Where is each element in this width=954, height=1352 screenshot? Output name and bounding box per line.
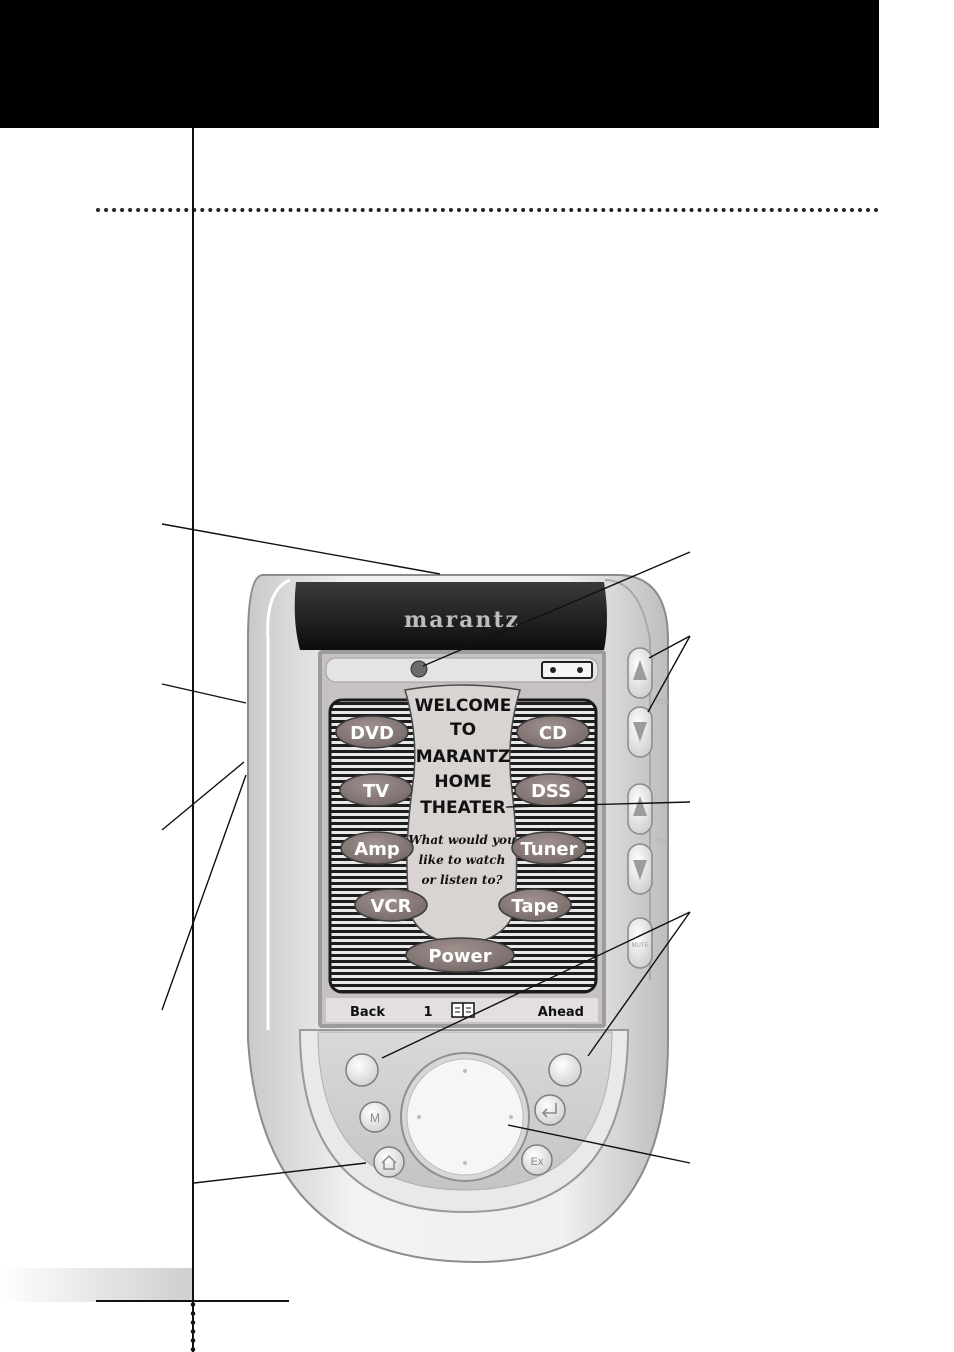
vol-up-button[interactable] [627,647,653,699]
back-label[interactable]: Back [350,1005,385,1020]
dss-button-label: DSS [531,781,571,802]
callout-line [161,523,441,575]
nav-dot-right [509,1115,513,1119]
nav-dot-down [463,1161,467,1165]
dvd-button-label: DVD [350,723,394,744]
down-arrow-icon [633,722,647,742]
callout-line [505,801,691,808]
cd-button-label: CD [539,723,567,744]
receiver-icon [541,661,593,679]
amp-button-label: Amp [354,839,400,860]
ex-button-label: Ex [531,1156,544,1168]
vertical-rule [192,128,194,1352]
vcr-button[interactable]: VCR [354,888,428,922]
callout-line [161,761,245,831]
tv-button[interactable]: TV [339,773,413,807]
marantz-logo: marantz [404,607,520,633]
right-hard-button[interactable] [548,1053,582,1087]
dvd-button[interactable]: DVD [335,715,409,749]
up-arrow-icon [633,660,647,680]
mute-button-label: MUTE [632,943,649,949]
question-line-3: or listen to? [421,873,503,887]
left-rail [266,578,291,1030]
power-button-label: Power [428,946,491,967]
receiver-icon-reel [550,667,556,673]
dotted-divider [96,208,879,212]
nav-dot-up [463,1069,467,1073]
callout-line [647,635,691,713]
receiver-icon-reel [577,667,583,673]
tuner-button-label: Tuner [520,839,577,860]
top-panel [294,582,607,650]
callout-line [422,551,691,667]
tape-button[interactable]: Tape [498,888,572,922]
dss-button[interactable]: DSS [514,773,588,807]
welcome-line-5: THEATER [420,798,506,818]
vol-down-button[interactable] [627,706,653,758]
bottom-dotted-line [190,1300,196,1352]
down-arrow-icon [633,860,647,880]
vcr-button-label: VCR [370,896,411,917]
ex-button[interactable]: Ex [521,1144,553,1176]
screen-top-bar [325,657,599,683]
tape-button-label: Tape [511,896,558,917]
left-hard-button[interactable] [345,1053,379,1087]
return-arrow-icon [541,1103,557,1118]
ch-side-label: CH [656,838,666,845]
question-line-2: like to watch [419,853,506,867]
book-icon [451,1002,475,1018]
menu-button-label: M [370,1111,380,1125]
header-black-bar [0,0,879,128]
callout-line [193,1162,367,1184]
home-icon [381,1154,397,1170]
globe-icon [410,660,428,678]
nav-dot-left [417,1115,421,1119]
page-number-label: 1 [423,1005,432,1020]
menu-button[interactable]: M [359,1101,391,1133]
callout-line [507,1124,691,1164]
welcome-line-2: TO [450,720,476,740]
callout-lines [161,523,691,1184]
power-button[interactable]: Power [405,937,515,973]
welcome-line-4: HOME [434,772,491,792]
mute-button[interactable]: MUTE [627,917,653,969]
callout-line [648,635,691,659]
question-line-1: What would you [408,833,516,847]
welcome-line-3: MARANTZ [416,747,510,767]
welcome-blob [404,684,521,946]
ch-up-button[interactable] [627,783,653,835]
right-rail [604,579,651,980]
cd-button[interactable]: CD [516,715,590,749]
callout-line [587,911,691,1057]
welcome-line-1: WELCOME [415,696,512,716]
callout-line [161,774,247,1011]
enter-button[interactable] [534,1094,566,1126]
tv-button-label: TV [363,781,389,802]
callout-line [161,683,247,704]
vol-side-label: VOL [656,699,670,706]
tuner-button[interactable]: Tuner [511,831,587,865]
up-arrow-icon [633,796,647,816]
callout-line [381,911,691,1059]
ch-down-button[interactable] [627,843,653,895]
home-button[interactable] [373,1146,405,1178]
amp-button[interactable]: Amp [340,831,414,865]
ahead-label[interactable]: Ahead [538,1005,584,1020]
page-number-tab [0,1268,192,1302]
navigation-pad[interactable] [400,1052,530,1182]
